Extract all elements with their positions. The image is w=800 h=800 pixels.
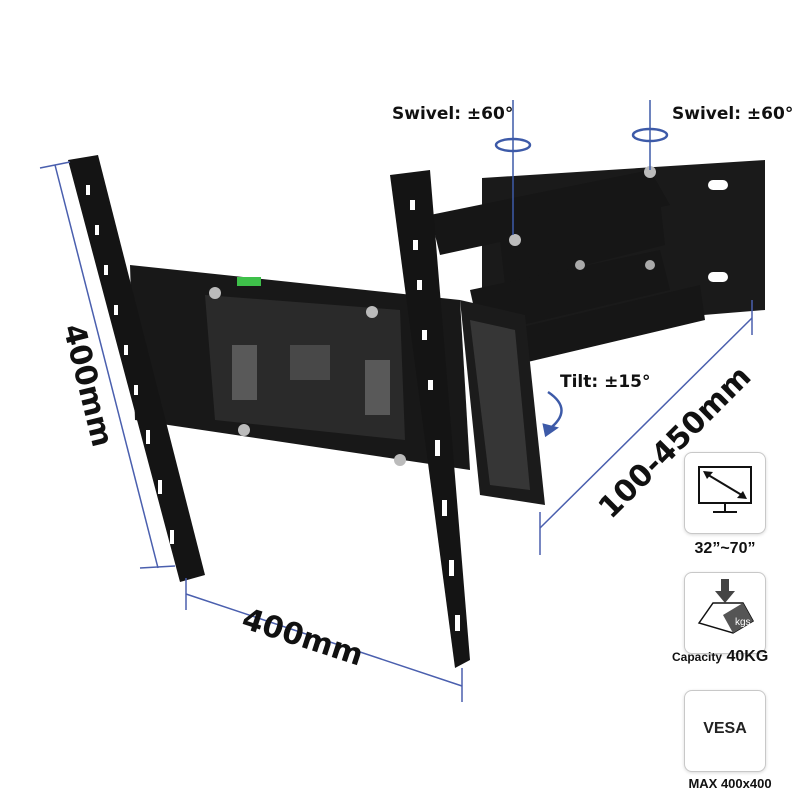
tv-bracket-plate bbox=[130, 265, 470, 470]
rotate-icons bbox=[494, 100, 669, 438]
vesa-icon: VESA bbox=[703, 720, 747, 737]
capacity-value: 40KG bbox=[726, 648, 769, 665]
swivel-left-label: Swivel: ±60° bbox=[392, 104, 514, 124]
tilt-rotate-icon bbox=[547, 390, 563, 432]
tilt-bracket bbox=[460, 300, 545, 505]
height-dimension-line bbox=[54, 164, 159, 569]
vesa-box: VESA bbox=[684, 690, 766, 772]
width-dimension-line bbox=[185, 593, 463, 687]
tv-screen-size-icon bbox=[698, 466, 752, 513]
tilt-label: Tilt: ±15° bbox=[560, 372, 651, 392]
swivel-right-label: Swivel: ±60° bbox=[672, 104, 794, 124]
vesa-label: MAX 400x400 bbox=[688, 776, 772, 791]
svg-text:kgs: kgs bbox=[735, 617, 751, 628]
capacity-box: kgs bbox=[684, 572, 766, 654]
capacity-label: Capacity 40KG bbox=[672, 648, 792, 666]
screen-size-label: 32”~70” bbox=[694, 540, 756, 557]
weight-capacity-icon: kgs bbox=[697, 579, 755, 634]
swivel-right-rotate-icon bbox=[631, 127, 669, 143]
screen-size-box bbox=[684, 452, 766, 534]
capacity-prefix: Capacity bbox=[672, 650, 723, 664]
vertical-rails bbox=[68, 155, 470, 668]
swing-arms bbox=[430, 166, 705, 365]
swivel-left-rotate-icon bbox=[494, 137, 532, 153]
dimension-lines bbox=[39, 161, 753, 702]
extension-dimension-line bbox=[539, 317, 753, 529]
